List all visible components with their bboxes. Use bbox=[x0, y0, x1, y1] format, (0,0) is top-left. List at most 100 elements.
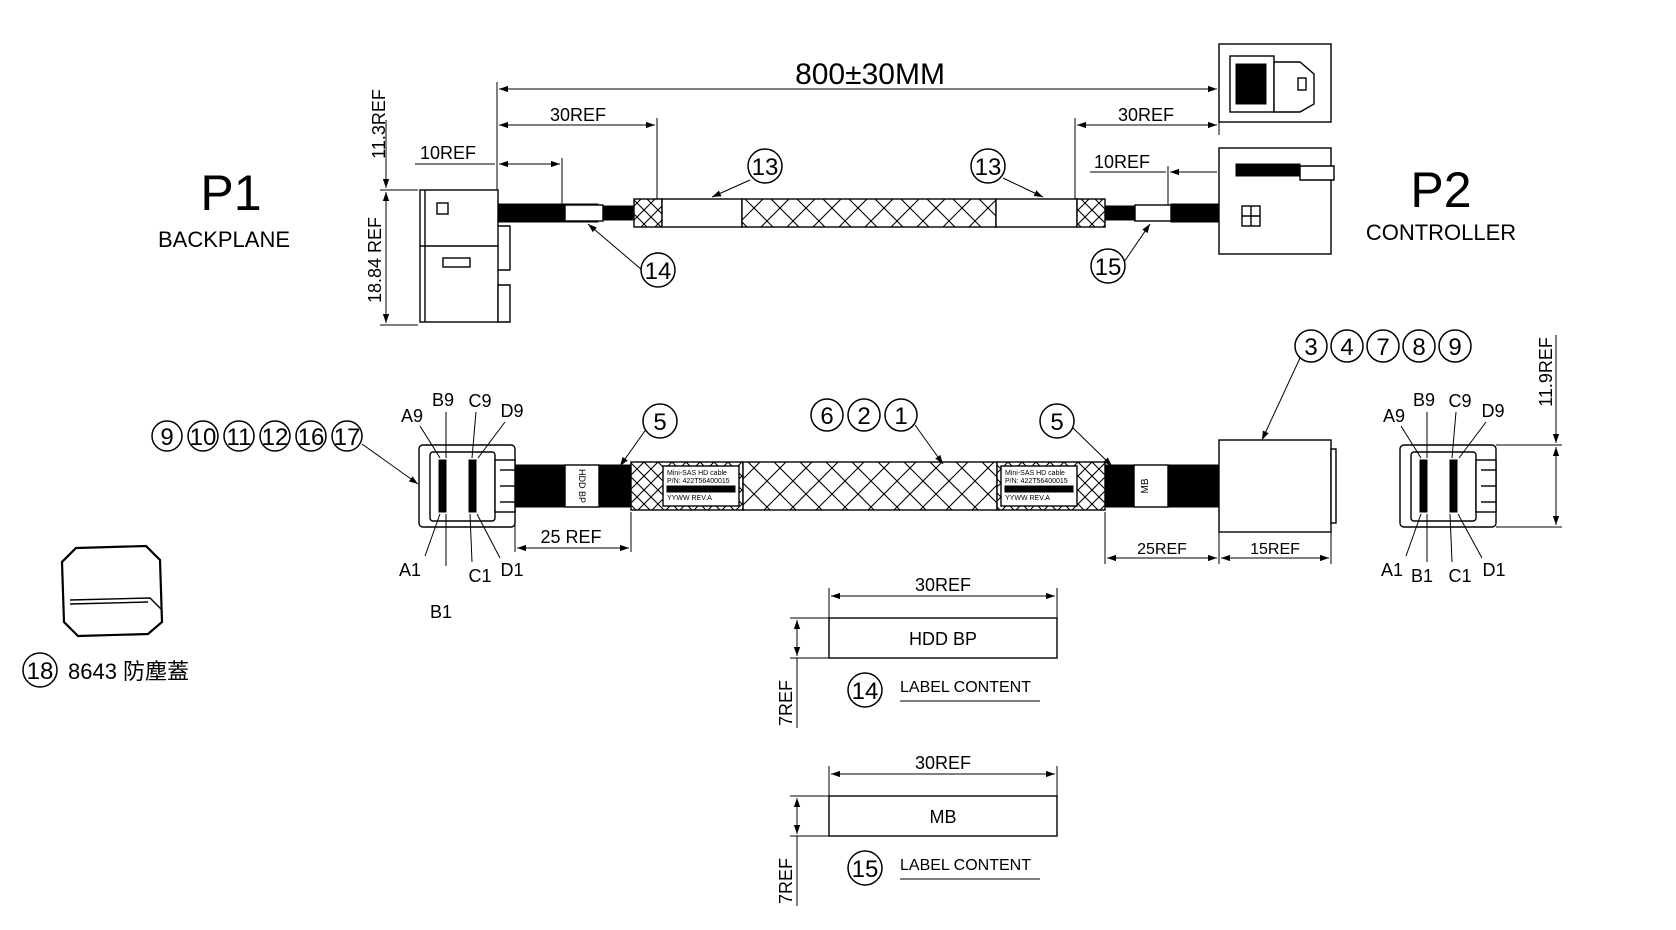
top-cable bbox=[497, 198, 1220, 228]
dust-cap-label: 8643 防塵蓋 bbox=[68, 659, 189, 684]
right-30ref-label: 30REF bbox=[1118, 105, 1174, 125]
svg-text:11: 11 bbox=[227, 424, 252, 451]
top-view: 800±30MM 30REF 10REF 30REF 10REF bbox=[158, 43, 1516, 326]
right-pin-labels: A9 B9 C9 D9 A1 B1 C1 D1 bbox=[1381, 390, 1506, 586]
svg-text:A9: A9 bbox=[1383, 406, 1405, 426]
svg-text:1: 1 bbox=[894, 403, 907, 430]
label-14-number: 14 bbox=[852, 678, 879, 705]
height-dimensions-p1: 18.84 REF 11.3REF bbox=[365, 89, 418, 326]
callout-15: 15 bbox=[1090, 223, 1151, 284]
p1-title: P1 bbox=[200, 165, 261, 221]
svg-text:15: 15 bbox=[1095, 254, 1122, 281]
svg-text:C1: C1 bbox=[468, 566, 491, 586]
height-18-84-label: 18.84 REF bbox=[365, 217, 385, 303]
dim-25ref-15ref-right: 25REF 15REF bbox=[1104, 512, 1332, 564]
svg-text:12: 12 bbox=[262, 424, 289, 451]
svg-text:13: 13 bbox=[752, 154, 779, 181]
svg-text:C9: C9 bbox=[1448, 391, 1471, 411]
svg-text:6: 6 bbox=[820, 403, 833, 430]
p2-title: P2 bbox=[1410, 162, 1471, 218]
svg-text:C9: C9 bbox=[468, 391, 491, 411]
label-15-width: 30REF bbox=[915, 753, 971, 773]
right-10ref-dimension: 10REF bbox=[1090, 152, 1217, 205]
label-15-number: 15 bbox=[852, 856, 879, 883]
dim-11-9ref: 11.9REF bbox=[1496, 335, 1562, 528]
svg-text:5: 5 bbox=[1050, 409, 1063, 436]
right-connector-front bbox=[1399, 444, 1497, 528]
label-15-caption: LABEL CONTENT bbox=[900, 857, 1031, 874]
p1-subtitle: BACKPLANE bbox=[158, 227, 290, 252]
left-30ref-label: 30REF bbox=[550, 105, 606, 125]
p2-subtitle: CONTROLLER bbox=[1366, 220, 1516, 245]
right-30ref-dimension: 30REF bbox=[1074, 105, 1217, 200]
left-connector-front bbox=[418, 444, 516, 528]
svg-text:Mini-SAS HD cable: Mini-SAS HD cable bbox=[667, 470, 727, 477]
label-15-detail: 30REF MB 7REF 15 LABEL CONTENT bbox=[776, 753, 1058, 906]
svg-text:P/N: 422T56400015: P/N: 422T56400015 bbox=[1005, 478, 1068, 485]
svg-text:4: 4 bbox=[1340, 334, 1353, 361]
length-label: 800±30MM bbox=[795, 58, 945, 91]
svg-text:B9: B9 bbox=[1413, 390, 1435, 410]
callout-13-left: 13 bbox=[711, 148, 783, 198]
callouts-right-chain: 3 4 7 8 9 bbox=[1261, 329, 1472, 441]
svg-text:25REF: 25REF bbox=[1137, 541, 1187, 558]
svg-text:C1: C1 bbox=[1448, 566, 1471, 586]
dim-25ref-left: 25 REF bbox=[514, 510, 632, 552]
callout-14: 14 bbox=[587, 223, 676, 288]
right-connector-body bbox=[1218, 439, 1337, 533]
svg-text:16: 16 bbox=[298, 424, 325, 451]
svg-text:A1: A1 bbox=[1381, 560, 1403, 580]
callout-5-right: 5 bbox=[1039, 403, 1113, 467]
svg-text:B1: B1 bbox=[1411, 566, 1433, 586]
left-pin-labels: A9 B9 C9 D9 A1 B1 C1 D1 bbox=[399, 390, 524, 622]
front-cable: HDD BP Mini-SAS HD cable P/N: 422T564000… bbox=[514, 461, 1220, 511]
callouts-left-chain: 9 10 11 12 16 17 bbox=[151, 420, 419, 485]
p1-connector-side bbox=[419, 189, 515, 323]
label-14-caption: LABEL CONTENT bbox=[900, 679, 1031, 696]
left-10ref-label: 10REF bbox=[420, 143, 476, 163]
svg-text:D9: D9 bbox=[1481, 401, 1504, 421]
callout-5-left: 5 bbox=[619, 403, 678, 467]
svg-text:13: 13 bbox=[975, 154, 1002, 181]
svg-text:P/N: 422T56400015: P/N: 422T56400015 bbox=[667, 478, 730, 485]
svg-text:A1: A1 bbox=[399, 560, 421, 580]
svg-text:9: 9 bbox=[160, 424, 173, 451]
svg-text:A9: A9 bbox=[401, 406, 423, 426]
svg-text:B9: B9 bbox=[432, 390, 454, 410]
svg-text:YYWW REV.A: YYWW REV.A bbox=[667, 495, 712, 502]
label-14-width: 30REF bbox=[915, 575, 971, 595]
svg-text:YYWW REV.A: YYWW REV.A bbox=[1005, 495, 1050, 502]
p2-connector-side bbox=[1218, 43, 1335, 255]
height-11-3-label: 11.3REF bbox=[369, 89, 389, 159]
right-10ref-label: 10REF bbox=[1094, 152, 1150, 172]
sleeve-label-hdd-bp: HDD BP bbox=[577, 469, 587, 503]
label-14-height: 7REF bbox=[776, 680, 796, 726]
svg-text:8: 8 bbox=[1412, 334, 1425, 361]
svg-text:15REF: 15REF bbox=[1250, 541, 1300, 558]
svg-text:3: 3 bbox=[1304, 334, 1317, 361]
label-14-content: HDD BP bbox=[909, 629, 977, 649]
svg-text:14: 14 bbox=[645, 258, 672, 285]
svg-text:7: 7 bbox=[1376, 334, 1389, 361]
svg-text:17: 17 bbox=[334, 424, 361, 451]
left-30ref-dimension: 30REF bbox=[499, 105, 658, 200]
svg-text:5: 5 bbox=[653, 409, 666, 436]
svg-text:10: 10 bbox=[190, 424, 217, 451]
dust-cap: 18 8643 防塵蓋 bbox=[22, 544, 189, 688]
svg-text:2: 2 bbox=[857, 403, 870, 430]
svg-text:25 REF: 25 REF bbox=[540, 527, 601, 547]
length-dimension: 800±30MM bbox=[496, 58, 1220, 205]
left-10ref-dimension: 10REF bbox=[415, 143, 563, 205]
sleeve-label-mb: MB bbox=[1140, 478, 1151, 493]
callouts-center-chain: 6 2 1 bbox=[810, 398, 944, 465]
svg-text:B1: B1 bbox=[430, 602, 452, 622]
callout-13-right: 13 bbox=[970, 148, 1044, 198]
label-15-height: 7REF bbox=[776, 858, 796, 904]
dust-cap-number: 18 bbox=[27, 658, 54, 685]
front-view: 9 10 11 12 16 17 A9 B9 C9 D9 A1 B1 bbox=[151, 329, 1562, 622]
label-14-detail: 30REF HDD BP 7REF 14 LABEL CONTENT bbox=[776, 575, 1058, 728]
svg-text:Mini-SAS HD cable: Mini-SAS HD cable bbox=[1005, 470, 1065, 477]
svg-text:9: 9 bbox=[1448, 334, 1461, 361]
svg-text:11.9REF: 11.9REF bbox=[1536, 337, 1556, 407]
